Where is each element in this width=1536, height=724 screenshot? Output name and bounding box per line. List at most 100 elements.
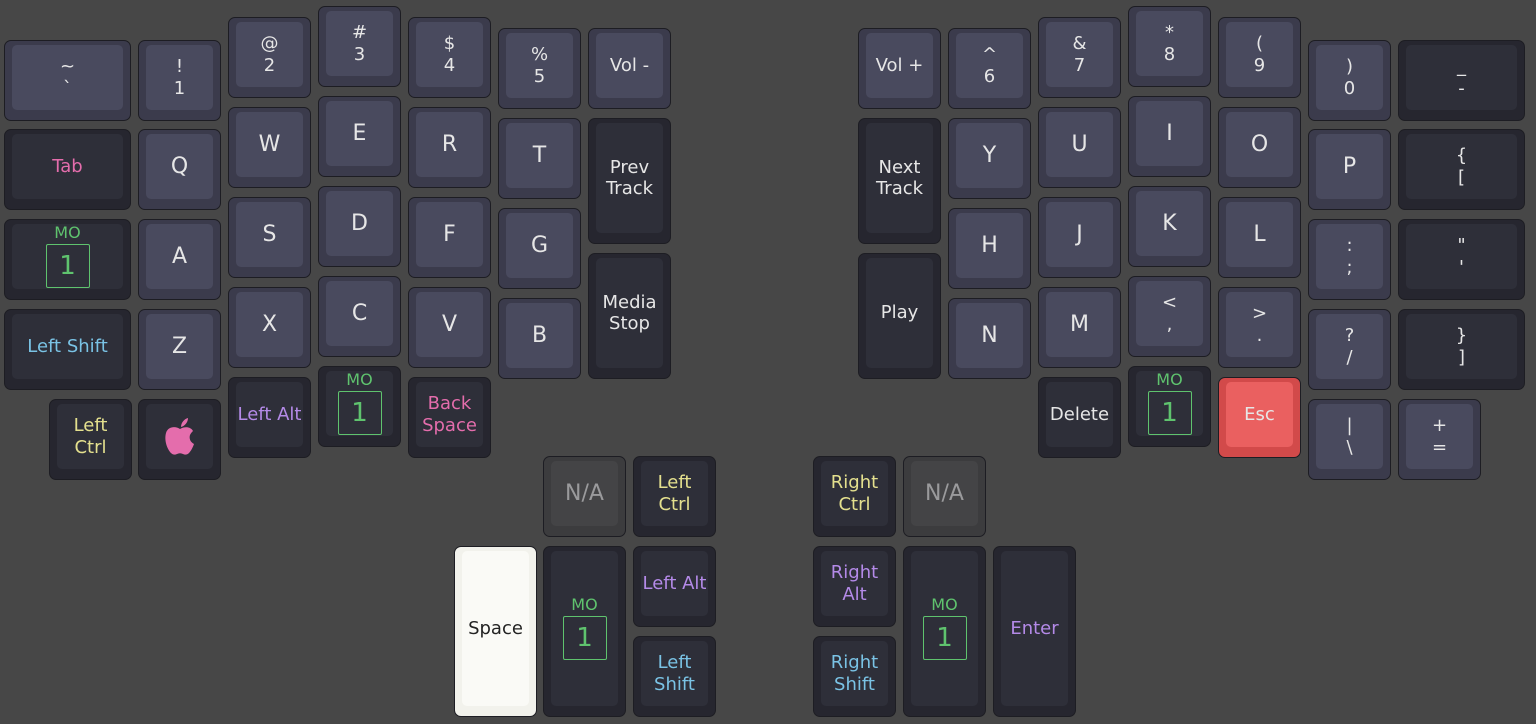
key-brace-close: }] <box>1398 309 1525 390</box>
key-legend: @2 <box>229 18 310 91</box>
layer-number-box: 1 <box>922 616 967 661</box>
key-legend: C <box>319 277 400 350</box>
legend-line: & <box>1072 33 1087 55</box>
keycap-top <box>866 123 933 233</box>
keycap-top <box>956 303 1023 368</box>
key-legend: |\ <box>1309 400 1390 473</box>
layer-number-box: 1 <box>1147 391 1192 436</box>
legend-line: ! <box>175 56 184 78</box>
key-esc: Esc <box>1218 377 1301 458</box>
legend-line: Back <box>427 393 472 415</box>
key-legend: Left Alt <box>229 378 310 451</box>
key-period: >. <box>1218 287 1301 368</box>
legend-line: Right <box>830 562 879 584</box>
key-legend: {[ <box>1399 130 1524 203</box>
keycap-top <box>1136 371 1203 436</box>
key-legend: #3 <box>319 7 400 80</box>
keycap-top <box>236 202 303 267</box>
key-legend: U <box>1039 108 1120 181</box>
legend-line: Prev <box>609 156 650 178</box>
legend-text: Q <box>170 153 189 179</box>
legend-line: 6 <box>983 65 996 87</box>
keycap-top <box>146 314 213 379</box>
legend-line: ) <box>1345 56 1354 78</box>
legend-line: 7 <box>1073 54 1086 76</box>
legend-line: ? <box>1344 325 1355 347</box>
legend-line: Track <box>875 178 924 199</box>
legend-line: / <box>1346 346 1353 368</box>
keycap-top <box>12 45 123 110</box>
key-legend: Left Shift <box>5 310 130 383</box>
legend-text: S <box>262 221 277 247</box>
key-legend: }] <box>1399 310 1524 383</box>
key-legend: ^6 <box>949 29 1030 102</box>
legend-text: F <box>443 221 456 247</box>
key-t: T <box>498 118 581 199</box>
key-k: K <box>1128 186 1211 267</box>
keycap-top <box>1226 202 1293 267</box>
key-legend: "' <box>1399 220 1524 293</box>
legend-text: C <box>351 300 368 326</box>
key-left-alt: Left Alt <box>228 377 311 458</box>
key-1: !1 <box>138 40 221 121</box>
key-m: M <box>1038 287 1121 368</box>
key-9: (9 <box>1218 17 1301 98</box>
keycap-top <box>596 33 663 98</box>
key-legend: S <box>229 198 310 271</box>
keycap-top <box>821 461 888 526</box>
key-s: S <box>228 197 311 278</box>
key-i: I <box>1128 96 1211 177</box>
layer-number-box: 1 <box>337 391 382 436</box>
key-6: ^6 <box>948 28 1031 109</box>
keycap-top <box>821 551 888 616</box>
legend-text: N/A <box>925 480 964 506</box>
keycap-top <box>911 461 978 526</box>
key-legend: &7 <box>1039 18 1120 91</box>
key-vol-up: Vol + <box>858 28 941 109</box>
keycap-top <box>326 191 393 256</box>
apple-icon <box>164 417 194 455</box>
keycap-top <box>506 303 573 368</box>
legend-text: B <box>531 322 548 348</box>
keycap-top <box>416 22 483 87</box>
key-legend: L <box>1219 198 1300 271</box>
key-left-shift: Left Shift <box>4 309 131 390</box>
legend-line: 3 <box>353 43 366 65</box>
legend-text: Left Alt <box>642 572 707 594</box>
keycap-top <box>866 33 933 98</box>
key-legend: )0 <box>1309 41 1390 114</box>
legend-text: Enter <box>1010 617 1059 639</box>
keycap-top <box>1316 45 1383 110</box>
key-r: R <box>408 107 491 188</box>
layer-number-box: 1 <box>45 244 90 289</box>
legend-text: Vol - <box>609 54 650 76</box>
key-legend: N/A <box>544 457 625 530</box>
legend-text: X <box>261 311 278 337</box>
keycap-top <box>12 314 123 379</box>
legend-line: - <box>1458 77 1465 99</box>
keycap-top <box>911 551 978 706</box>
key-vol-down: Vol - <box>588 28 671 109</box>
keycap-top <box>326 371 393 436</box>
keycap-top <box>1136 191 1203 256</box>
keycap-top <box>1136 281 1203 346</box>
legend-text: N <box>981 322 998 348</box>
key-legend: R <box>409 108 490 181</box>
keycap-top <box>1406 45 1517 110</box>
legend-line: Ctrl <box>74 436 107 458</box>
key-legend: H <box>949 209 1030 282</box>
key-b: B <box>498 298 581 379</box>
legend-line: Left <box>73 415 108 437</box>
key-p: P <box>1308 129 1391 210</box>
keycap-top <box>506 33 573 98</box>
keycap-top <box>1136 101 1203 166</box>
